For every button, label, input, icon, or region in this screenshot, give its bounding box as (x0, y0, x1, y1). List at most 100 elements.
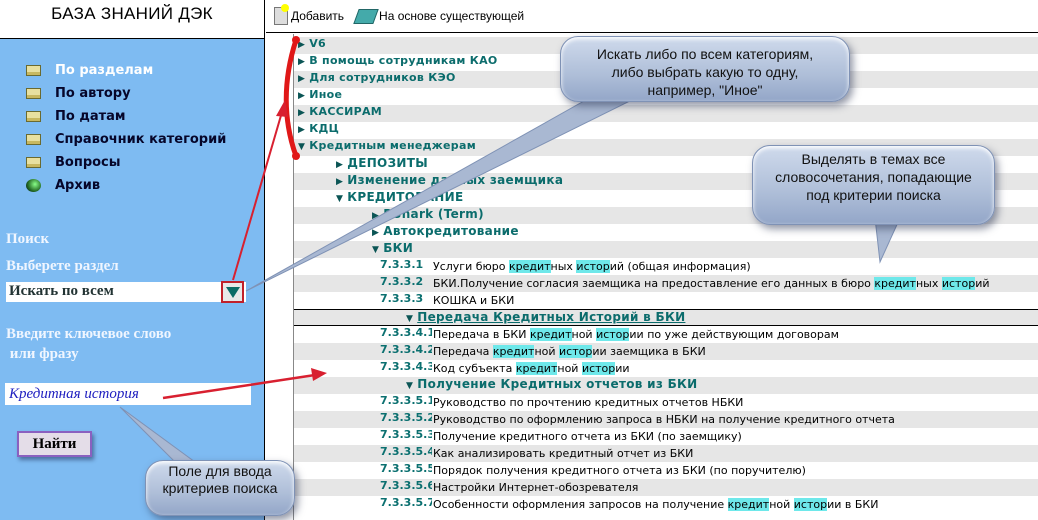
article-number: 7.3.3.5.2 (380, 411, 432, 424)
collapsed-arrow-icon[interactable]: ▶ (298, 40, 306, 50)
tree-category[interactable]: ▼Получение Кредитных отчетов из БКИ (294, 377, 1038, 394)
category-label: ▼Передача Кредитных Историй в БКИ (406, 310, 685, 324)
nav-questions[interactable]: Вопросы (26, 155, 121, 170)
title-text: КОШКА и БКИ (433, 294, 515, 307)
expanded-arrow-icon[interactable]: ▼ (372, 245, 380, 255)
select-label: Выберете раздел (6, 258, 119, 274)
article-title[interactable]: Передача кредитной истории заемщика в БК… (433, 343, 706, 360)
select-dropdown-button[interactable] (221, 281, 244, 303)
callout-highlight: Выделять в темах все словосочетания, поп… (752, 145, 995, 225)
based-on-existing-button[interactable]: На основе существующей (353, 8, 524, 24)
add-button[interactable]: Добавить (274, 4, 344, 25)
search-highlight: истор (559, 345, 593, 358)
nav-label: По разделам (55, 63, 154, 78)
category-text: Автокредитование (383, 224, 519, 238)
article-number: 7.3.3.5.7 (380, 496, 432, 509)
article-row[interactable]: 7.3.3.3 КОШКА и БКИ (294, 292, 1038, 309)
article-title[interactable]: БКИ.Получение согласия заемщика на предо… (433, 275, 990, 292)
article-number: 7.3.3.5.1 (380, 394, 432, 407)
list-icon (26, 65, 41, 76)
article-title[interactable]: Особенности оформления запросов на получ… (433, 496, 878, 513)
title-text: ной (534, 345, 560, 358)
category-label: ▼БКИ (372, 241, 413, 255)
callout-input: Поле для ввода критериев поиска (145, 460, 295, 516)
tree-category[interactable]: ▶КАССИРАМ (294, 105, 1038, 122)
tree-category[interactable]: ▶Автокредитование (294, 224, 1038, 241)
title-text: Код субъекта (433, 362, 516, 375)
category-text: Кредитным менеджерам (309, 139, 476, 152)
title-text: ии в БКИ (827, 498, 879, 511)
category-text: Изменение данных заемщика (347, 173, 564, 187)
section-select[interactable]: Искать по всем (6, 282, 246, 302)
search-highlight: истор (941, 277, 976, 290)
search-heading: Поиск (6, 231, 50, 247)
tree-category[interactable]: ▼Передача Кредитных Историй в БКИ (294, 309, 1038, 326)
keyword-input[interactable] (5, 383, 251, 405)
title-text: Как анализировать кредитный отчет из БКИ (433, 447, 694, 460)
title-text: ной (571, 328, 597, 341)
keyword-label: Введите ключевое слово (6, 326, 172, 342)
expanded-arrow-icon[interactable]: ▼ (406, 314, 414, 324)
category-text: КДЦ (309, 122, 340, 135)
article-number: 7.3.3.4.2 (380, 343, 432, 356)
article-title[interactable]: Настройки Интернет-обозревателя (433, 479, 638, 496)
nav-by-dates[interactable]: По датам (26, 109, 126, 124)
nav-category-directory[interactable]: Справочник категорий (26, 132, 226, 147)
tree-category[interactable]: ▼БКИ (294, 241, 1038, 258)
find-button[interactable]: Найти (17, 431, 92, 457)
nav-by-author[interactable]: По автору (26, 86, 131, 101)
article-title[interactable]: Руководство по оформлению запроса в НБКИ… (433, 411, 895, 428)
new-document-icon (274, 4, 289, 25)
category-text: ДЕПОЗИТЫ (347, 156, 428, 170)
collapsed-arrow-icon[interactable]: ▶ (298, 125, 306, 135)
collapsed-arrow-icon[interactable]: ▶ (298, 91, 306, 101)
category-tree: ▶V6▶В помощь сотрудникам КАО▶Для сотрудн… (293, 34, 1038, 520)
collapsed-arrow-icon[interactable]: ▶ (336, 177, 344, 187)
article-title[interactable]: Руководство по прочтению кредитных отчет… (433, 394, 743, 411)
title-text: БКИ.Получение согласия заемщика на предо… (433, 277, 875, 290)
collapsed-arrow-icon[interactable]: ▶ (372, 228, 380, 238)
category-label: ▶Автокредитование (372, 224, 519, 238)
expanded-arrow-icon[interactable]: ▼ (406, 381, 414, 391)
collapsed-arrow-icon[interactable]: ▶ (298, 74, 306, 84)
expanded-arrow-icon[interactable]: ▼ (298, 142, 306, 152)
category-label: ▶Для сотрудников КЭО (298, 71, 456, 84)
article-title[interactable]: Услуги бюро кредитных историй (общая инф… (433, 258, 751, 275)
article-title[interactable]: Передача в БКИ кредитной истории по уже … (433, 326, 839, 343)
article-title[interactable]: КОШКА и БКИ (433, 292, 514, 309)
expanded-arrow-icon[interactable]: ▼ (336, 194, 344, 204)
collapsed-arrow-icon[interactable]: ▶ (298, 57, 306, 67)
article-number: 7.3.3.3 (380, 292, 424, 305)
article-number: 7.3.3.4.1 (380, 326, 432, 339)
title-text: Получение кредитного отчета из БКИ (по з… (433, 430, 742, 443)
nav-archive[interactable]: Архив (26, 178, 100, 193)
title-text: ий (общая информация) (609, 260, 751, 273)
article-title[interactable]: Порядок получения кредитного отчета из Б… (433, 462, 806, 479)
collapsed-arrow-icon[interactable]: ▶ (336, 160, 344, 170)
collapsed-arrow-icon[interactable]: ▶ (298, 108, 306, 118)
article-title[interactable]: Как анализировать кредитный отчет из БКИ (433, 445, 693, 462)
article-title[interactable]: Получение кредитного отчета из БКИ (по з… (433, 428, 742, 445)
tree-category[interactable]: ▶В помощь сотрудникам КАО (294, 54, 1038, 71)
collapsed-arrow-icon[interactable]: ▶ (372, 211, 380, 221)
tree-category[interactable]: ▶КДЦ (294, 122, 1038, 139)
callout-category: Искать либо по всем категориям, либо выб… (560, 36, 850, 102)
article-title[interactable]: Код субъекта кредитной истории (433, 360, 630, 377)
nav-by-sections[interactable]: По разделам (26, 63, 153, 78)
search-highlight: истор (576, 260, 610, 273)
category-text: КАССИРАМ (309, 105, 383, 118)
sidebar: БАЗА ЗНАНИЙ ДЭК По разделам По автору По… (0, 0, 265, 520)
search-highlight: кредит (515, 362, 558, 375)
